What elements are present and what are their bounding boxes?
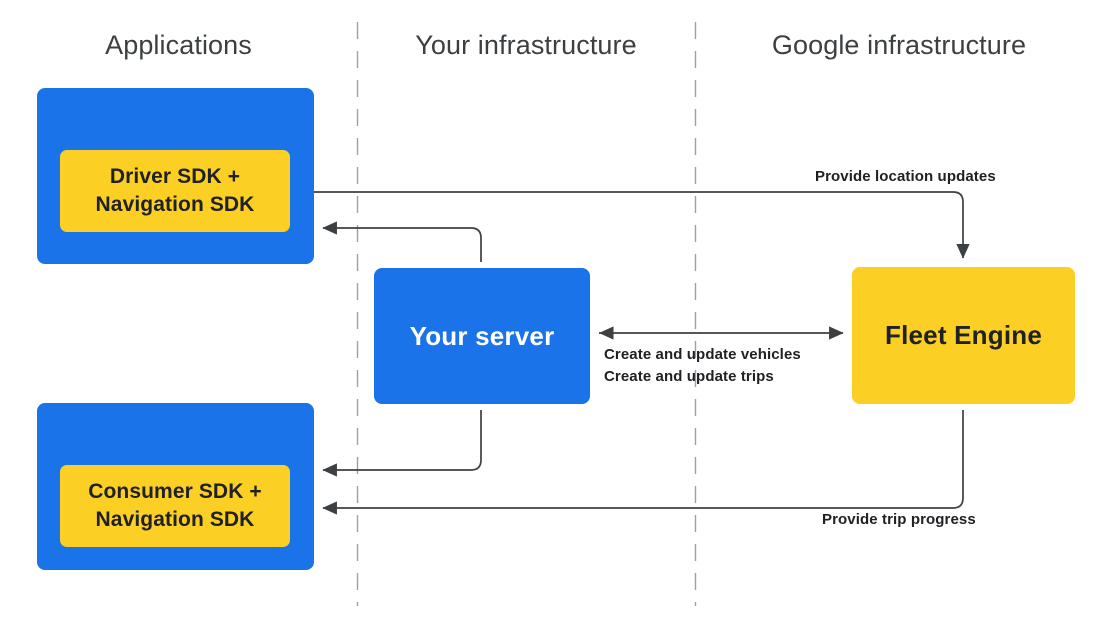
connector-label-provide-trip-progress: Provide trip progress bbox=[822, 511, 976, 528]
connector-fleet-to-consumer bbox=[322, 410, 964, 515]
node-consumer-app[interactable]: Consumer app Consumer SDK + Navigation S… bbox=[37, 403, 314, 570]
column-header-google-infrastructure: Google infrastructure bbox=[771, 30, 1027, 60]
connector-server-to-driver bbox=[322, 221, 482, 262]
node-driver-app[interactable]: Driver app Driver SDK + Navigation SDK bbox=[37, 88, 314, 264]
node-fleet-engine[interactable]: Fleet Engine bbox=[852, 267, 1075, 404]
connector-label-create-and-update: Create and update vehicles Create and up… bbox=[604, 346, 801, 385]
connector-driver-to-fleet bbox=[291, 191, 970, 259]
node-consumer-sdk[interactable]: Consumer SDK + Navigation SDK bbox=[60, 465, 290, 547]
connector-server-to-consumer bbox=[322, 410, 482, 477]
fleet-engine-label: Fleet Engine bbox=[885, 320, 1042, 350]
connector-label-provide-location-updates: Provide location updates bbox=[815, 168, 996, 185]
node-driver-sdk[interactable]: Driver SDK + Navigation SDK bbox=[60, 150, 290, 232]
your-server-label: Your server bbox=[409, 320, 555, 351]
node-your-server[interactable]: Your server bbox=[374, 268, 590, 404]
column-header-your-infrastructure: Your infrastructure bbox=[415, 30, 637, 60]
consumer-sdk-label: Consumer SDK + Navigation SDK bbox=[88, 480, 262, 531]
driver-sdk-label: Driver SDK + Navigation SDK bbox=[95, 165, 255, 216]
column-header-applications: Applications bbox=[105, 30, 252, 60]
